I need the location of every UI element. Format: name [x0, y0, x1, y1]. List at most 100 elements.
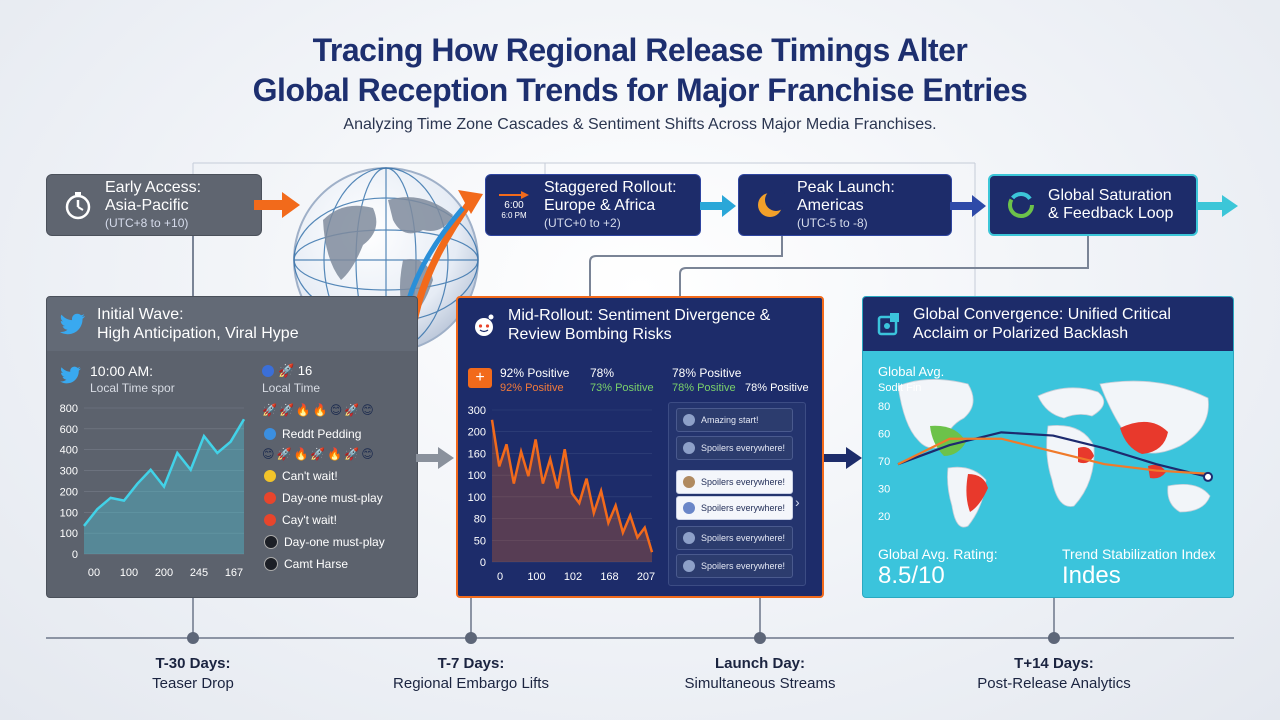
index-value: Indes	[1062, 562, 1121, 589]
reddit-icon	[264, 428, 276, 440]
convergence-line-chart: 80 60 70 30 20	[878, 401, 1213, 523]
clock-icon: 6:00 6:0 PM	[494, 188, 534, 222]
hype-item: Can't wait!	[264, 469, 338, 483]
timeline-dot-4	[1048, 632, 1060, 644]
y-tick-label: 70	[878, 456, 890, 468]
stage-early-access: Early Access: Asia-Pacific (UTC+8 to +10…	[46, 174, 262, 236]
smile-icon	[264, 470, 276, 482]
reddit-icon	[264, 492, 276, 504]
stage-peak-launch: Peak Launch: Americas (UTC-5 to -8)	[738, 174, 952, 236]
share-icon	[875, 310, 903, 338]
page-subtitle: Analyzing Time Zone Cascades & Sentiment…	[343, 116, 937, 133]
x-tick-label: 245	[190, 567, 208, 579]
avatar	[683, 414, 695, 426]
y-tick-label: 0	[72, 549, 78, 561]
rating-value: 8.5/10	[878, 562, 945, 589]
timeline-dot-2	[465, 632, 477, 644]
y-tick-label: 400	[60, 445, 78, 457]
hype-item: Cay't wait!	[264, 513, 337, 527]
hype-item: Day-one must-play	[264, 491, 383, 505]
avatar	[683, 560, 695, 572]
comment-item[interactable]: Spoilers everywhere!	[676, 496, 793, 520]
comment-item[interactable]: Spoilers everywhere!	[676, 436, 793, 460]
timeline-label-launch: Launch Day:Simultaneous Streams	[684, 655, 836, 692]
y-tick-label: 0	[480, 557, 486, 569]
comment-item[interactable]: Spoilers everywhere!	[676, 470, 793, 494]
y-tick-label: 200	[60, 486, 78, 498]
y-tick-label: 50	[474, 535, 486, 547]
y-tick-label: 600	[60, 424, 78, 436]
y-tick-label: 300	[468, 405, 486, 417]
emoji-reactions: 🚀🚀🔥🔥😊🚀😊	[262, 403, 376, 417]
comment-item[interactable]: Spoilers everywhere!	[676, 554, 793, 578]
facebook-icon	[262, 365, 274, 377]
gamepad-icon	[264, 557, 278, 571]
avatar	[683, 476, 695, 488]
x-tick-label: 200	[155, 567, 173, 579]
timeline-label-t14: T+14 Days:Post-Release Analytics	[977, 655, 1131, 692]
y-tick-label: 30	[878, 484, 890, 496]
gamepad-icon	[264, 535, 278, 549]
x-tick-label: 167	[225, 567, 243, 579]
stage-global-saturation: Global Saturation & Feedback Loop	[988, 174, 1198, 236]
y-tick-label: 200	[468, 427, 486, 439]
timeline-label-t7: T-7 Days:Regional Embargo Lifts	[393, 655, 549, 692]
world-map	[897, 379, 1211, 528]
x-tick-label: 207	[637, 571, 655, 583]
panel-initial-wave: Initial Wave: High Anticipation, Viral H…	[46, 296, 418, 598]
y-tick-label: 100	[60, 507, 78, 519]
twitter-icon	[59, 310, 87, 338]
x-tick-label: 0	[497, 571, 503, 583]
y-tick-label: 60	[878, 429, 890, 441]
comment-item[interactable]: Amazing start!	[676, 408, 793, 432]
arrow-right-icon	[254, 192, 300, 218]
reddit-icon	[264, 514, 276, 526]
reddit-icon	[470, 311, 498, 339]
x-tick-label: 100	[120, 567, 138, 579]
hype-item: Day-one must-play	[264, 535, 385, 549]
y-tick-label: 20	[878, 511, 890, 523]
y-tick-label: 100	[468, 492, 486, 504]
page-title: Tracing How Regional Release Timings Alt…	[252, 32, 1028, 108]
moon-icon	[753, 188, 787, 222]
y-tick-label: 160	[468, 448, 486, 460]
x-tick-label: 102	[564, 571, 582, 583]
emoji-reactions: 😊🚀🔥🚀🔥🚀😊	[262, 447, 376, 461]
y-tick-label: 100	[60, 528, 78, 540]
avatar	[683, 442, 695, 454]
area-fill	[492, 419, 652, 562]
y-tick-label: 80	[474, 514, 486, 526]
sentiment-line-chart: 300 200 160 100 100 80 50 00 100 102 168 207	[468, 405, 656, 583]
end-point	[1203, 471, 1213, 482]
x-tick-label: 00	[88, 567, 100, 579]
timeline-label-t30: T-30 Days:Teaser Drop	[152, 655, 234, 692]
timeline-dot-3	[754, 632, 766, 644]
chevron-right-icon[interactable]: ›	[795, 494, 800, 510]
hype-item: Reddt Pedding	[264, 427, 361, 441]
arrow-right-icon	[1198, 195, 1238, 217]
twitter-icon	[60, 366, 82, 389]
y-tick-label: 300	[60, 466, 78, 478]
avatar	[683, 502, 695, 514]
arrow-right-icon	[416, 447, 454, 469]
series-line	[897, 431, 1209, 478]
y-tick-label: 100	[468, 470, 486, 482]
x-tick-label: 168	[600, 571, 618, 583]
y-tick-label: 800	[60, 403, 78, 415]
cycle-icon	[1004, 188, 1038, 222]
y-tick-label: 80	[878, 401, 890, 413]
stopwatch-icon	[61, 188, 95, 222]
timeline-dot-1	[187, 632, 199, 644]
plus-icon: +	[468, 368, 492, 388]
series-line	[897, 437, 1209, 475]
hype-item: Camt Harse	[264, 557, 348, 571]
comment-item[interactable]: Spoilers everywhere!	[676, 526, 793, 550]
x-tick-label: 100	[527, 571, 545, 583]
arrow-right-icon	[950, 195, 986, 217]
arrow-right-icon	[700, 195, 736, 217]
stage-staggered-rollout: 6:00 6:0 PM Staggered Rollout: Europe & …	[485, 174, 701, 236]
arrow-right-icon	[824, 447, 862, 469]
avatar	[683, 532, 695, 544]
